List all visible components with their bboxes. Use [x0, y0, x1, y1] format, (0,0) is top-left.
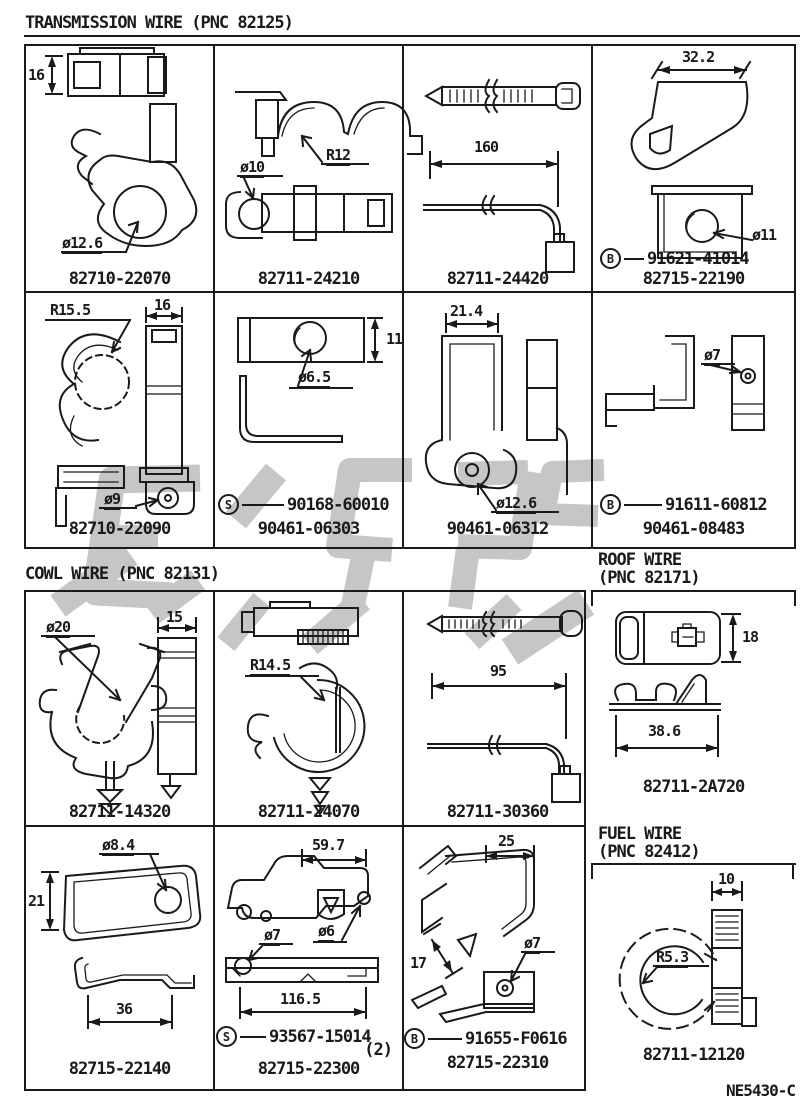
dim-label: 18	[742, 628, 759, 646]
ref-callout: S 90168-60010	[218, 494, 390, 515]
drawing-82711-14320	[38, 617, 197, 816]
dim-label: 36	[116, 1000, 133, 1018]
ref-part-number: 91655-F0616	[465, 1028, 568, 1049]
dim-label: 160	[474, 138, 499, 156]
dim-label: R5.3	[656, 948, 689, 968]
circled-letter-icon: S	[218, 494, 239, 515]
drawing-90461-06303	[237, 317, 383, 443]
drawing-82715-22300	[225, 849, 379, 1019]
ref-callout: S 93567-15014	[216, 1026, 372, 1047]
ref-part-number: 91621-41014	[647, 248, 750, 269]
part-number: 82710-22070	[68, 269, 172, 289]
part-number: 82711-30360	[446, 802, 550, 822]
dim-label: ø7	[704, 346, 721, 366]
dim-label: ø8.4	[102, 836, 135, 856]
dim-label: 15	[166, 608, 183, 626]
dim-label: ø20	[46, 618, 71, 638]
ref-callout: B 91621-41014	[600, 248, 750, 269]
ref-leader-line	[428, 1037, 462, 1040]
dim-label: 116.5	[280, 990, 321, 1008]
dim-label: 32.2	[682, 48, 715, 66]
dim-label: 17	[410, 954, 427, 972]
part-number: 90461-06312	[446, 519, 550, 539]
circled-letter-icon: B	[600, 494, 621, 515]
circled-letter-icon: S	[216, 1026, 237, 1047]
circled-letter-icon: B	[404, 1028, 425, 1049]
section-title-fuel-line1: FUEL WIRE	[598, 824, 682, 844]
ref-quantity: (2)	[364, 1040, 393, 1060]
section-title-roof-line1: ROOF WIRE	[598, 550, 682, 570]
dim-label: ø11	[752, 226, 777, 244]
dim-label: 21	[28, 892, 45, 910]
ref-leader-line	[624, 257, 644, 260]
drawing-82710-22070	[45, 47, 198, 254]
dim-label: 59.7	[312, 836, 345, 854]
drawing-82711-30360	[425, 610, 583, 803]
section-title-cowl: COWL WIRE (PNC 82131)	[25, 564, 220, 584]
section-title-fuel-line2: (PNC 82412)	[598, 842, 701, 862]
dim-label: ø7	[524, 934, 541, 954]
part-number: 82711-2A720	[642, 777, 746, 797]
drawing-82711-24420	[423, 78, 581, 273]
dim-label: ø6.5	[298, 368, 331, 388]
drawing-82715-22190	[630, 60, 754, 259]
ref-leader-line	[240, 1035, 266, 1038]
dim-label: ø7	[264, 926, 281, 946]
dim-label: 10	[718, 870, 735, 888]
drawing-90461-08483	[605, 335, 765, 431]
part-number: 82711-12120	[642, 1045, 746, 1065]
dim-label: ø6	[318, 922, 335, 942]
dim-label: ø9	[104, 490, 121, 510]
part-number: 82711-14320	[68, 802, 172, 822]
part-number: 90461-06303	[257, 519, 361, 539]
section-title-roof-line2: (PNC 82171)	[598, 568, 701, 588]
part-number: 82711-24070	[257, 802, 361, 822]
dim-label: ø10	[240, 158, 265, 178]
drawing-82711-2A720	[609, 611, 741, 757]
dim-label: 21.4	[450, 302, 483, 320]
part-number: 82715-22140	[68, 1059, 172, 1079]
ref-part-number: 91611-60812	[665, 494, 768, 515]
grid-lines	[24, 35, 800, 1091]
dim-label: R15.5	[50, 301, 91, 321]
ref-part-number: 93567-15014	[269, 1026, 372, 1047]
ref-leader-line	[242, 503, 284, 506]
part-number: 82711-24210	[257, 269, 361, 289]
ref-part-number: 90168-60010	[287, 494, 390, 515]
dim-label: 16	[154, 296, 171, 314]
circled-letter-icon: B	[600, 248, 621, 269]
dim-label: 95	[490, 662, 507, 680]
ref-callout: B 91655-F0616	[404, 1028, 568, 1049]
drawing-82711-12120	[618, 881, 757, 1030]
dim-label: ø12.6	[62, 234, 103, 254]
dim-label: R14.5	[250, 656, 291, 676]
part-number: 90461-08483	[642, 519, 746, 539]
dim-label: ø12.6	[496, 494, 537, 514]
section-title-transmission: TRANSMISSION WIRE (PNC 82125)	[25, 13, 294, 33]
ref-callout: B 91611-60812	[600, 494, 768, 515]
part-number: 82711-24420	[446, 269, 550, 289]
part-number: 82715-22300	[257, 1059, 361, 1079]
part-number: 82715-22190	[642, 269, 746, 289]
dim-label: R12	[326, 146, 351, 166]
part-number: 82715-22310	[446, 1053, 550, 1073]
page-code: NE5430-C	[725, 1081, 796, 1100]
dim-label: 16	[28, 66, 45, 84]
ref-leader-line	[624, 503, 662, 506]
drawing-82711-24070	[241, 601, 366, 816]
dim-label: 11	[386, 330, 403, 348]
dim-label: 25	[498, 832, 515, 850]
drawing-90461-06312	[424, 313, 568, 513]
part-number: 82710-22090	[68, 519, 172, 539]
dim-label: 38.6	[648, 722, 681, 740]
